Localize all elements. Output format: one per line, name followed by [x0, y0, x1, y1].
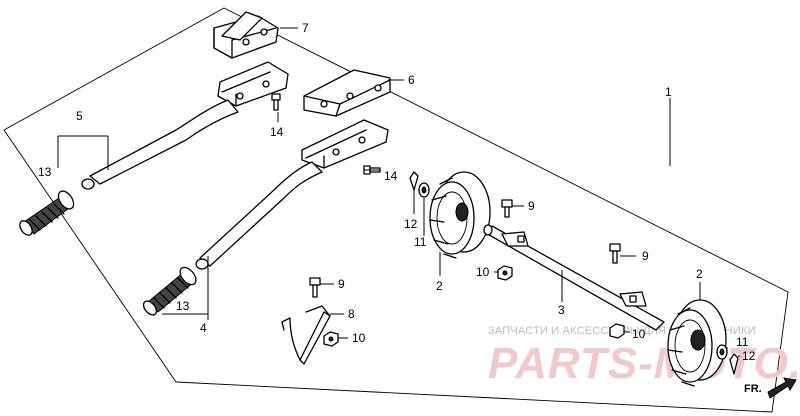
part-14-bolt-upper — [271, 93, 281, 111]
label-part-11-lower: 11 — [736, 335, 749, 349]
part-9-bolt-clip — [309, 277, 321, 298]
part-5-left-handle — [81, 61, 289, 190]
label-part-10-clip: 10 — [352, 331, 366, 345]
label-part-10-right: 10 — [632, 327, 646, 341]
part-12-pin-upper — [409, 171, 419, 191]
part-2-wheel-left — [429, 171, 491, 259]
label-part-3: 3 — [558, 303, 565, 317]
part-13-right-grip — [142, 266, 197, 316]
kit-boundary — [3, 7, 789, 413]
part-10-nut-right — [609, 323, 625, 339]
part-6-middle-bracket — [303, 69, 391, 117]
label-part-10-middle: 10 — [476, 265, 490, 279]
part-4-right-handle — [195, 119, 389, 270]
label-part-13-right: 13 — [176, 299, 190, 313]
label-part-9-clip: 9 — [338, 277, 345, 291]
label-part-14-lower: 14 — [384, 169, 398, 183]
label-part-13-left: 13 — [38, 165, 52, 179]
part-9-bolt-upper — [501, 199, 513, 218]
label-part-5: 5 — [76, 109, 83, 123]
label-part-12-upper: 12 — [404, 217, 418, 231]
part-13-left-grip — [19, 190, 75, 236]
part-10-nut-clip — [323, 331, 339, 347]
watermark-brand: PARTS-MOTO.RU — [488, 339, 800, 388]
label-part-12-lower: 12 — [742, 349, 756, 363]
part-11-washer-lower — [716, 344, 728, 360]
label-part-4: 4 — [200, 321, 207, 335]
label-part-6: 6 — [408, 73, 415, 87]
label-part-14-upper: 14 — [270, 125, 284, 139]
label-part-9-upper: 9 — [528, 199, 535, 213]
label-part-2-left: 2 — [436, 279, 443, 293]
front-direction-arrow — [767, 377, 797, 399]
label-part-9-right: 9 — [642, 249, 649, 263]
label-part-8: 8 — [348, 307, 355, 321]
front-direction-label: FR. — [744, 383, 762, 395]
label-part-2-right: 2 — [696, 267, 703, 281]
label-part-7: 7 — [302, 21, 309, 35]
part-3-axle — [483, 224, 665, 331]
part-2-wheel-right — [667, 299, 727, 387]
label-part-11-upper: 11 — [414, 235, 427, 249]
part-12-pin-lower — [729, 353, 739, 375]
part-9-bolt-right — [609, 243, 621, 264]
label-part-1: 1 — [665, 85, 672, 99]
leader-lines — [57, 27, 740, 357]
part-10-nut-middle — [497, 265, 513, 281]
part-11-washer-upper — [418, 182, 430, 198]
part-7-upper-bracket — [213, 11, 279, 59]
part-8-wire-clip — [281, 305, 331, 365]
